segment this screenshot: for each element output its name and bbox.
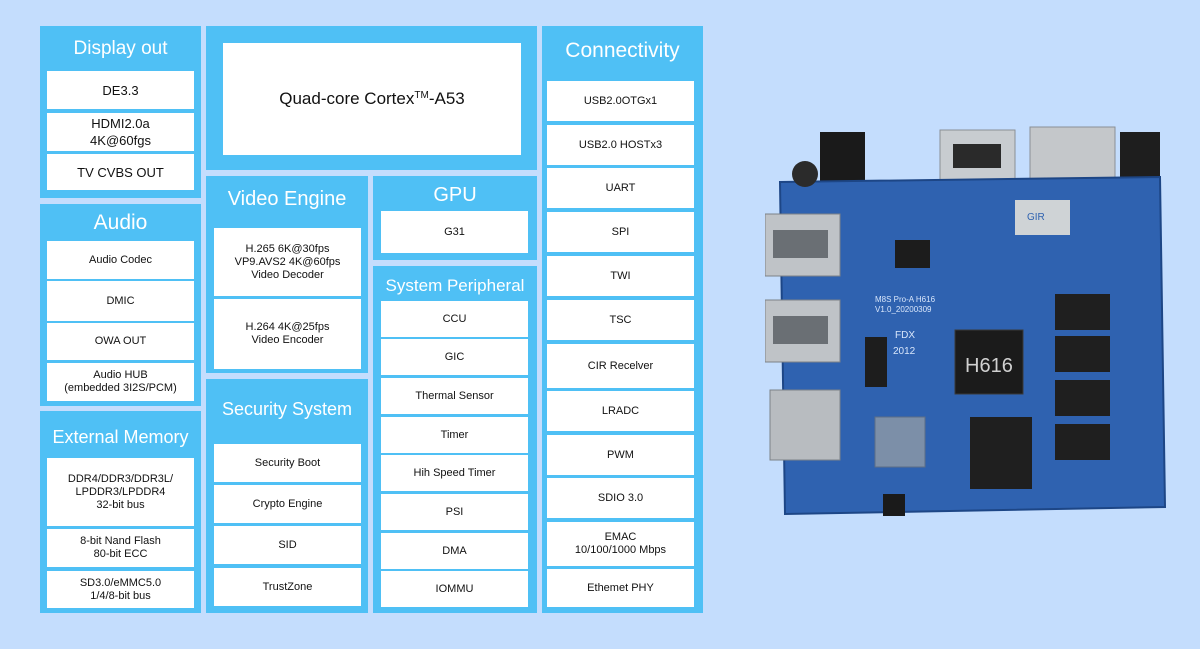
display-out-title: Display out [73, 38, 168, 59]
connectivity-item: USB2.0OTGx1 [547, 81, 694, 121]
soc-chip-label: H616 [965, 355, 1013, 377]
security-system-panel: Security System Security Boot Crypto Eng… [206, 379, 368, 613]
system-peripheral-item: Timer [381, 417, 528, 453]
external-memory-panel: External Memory DDR4/DDR3/DDR3L/ LPDDR3/… [40, 411, 201, 613]
connectivity-item: TWI [547, 256, 694, 296]
connectivity-item: USB2.0 HOSTx3 [547, 125, 694, 165]
hdmi-port-opening [953, 144, 1001, 168]
h616-board-illustration: GIR M8S Pro-A H616 V1.0_20200309 FDX 201… [764, 126, 1167, 516]
system-peripheral-item: Thermal Sensor [381, 378, 528, 414]
connectivity-item: SPI [547, 212, 694, 252]
security-system-item: SID [214, 526, 361, 564]
connectivity-item: TSC [547, 300, 694, 340]
connectivity-item: CIR Recelver [547, 344, 694, 388]
external-memory-item: SD3.0/eMMC5.0 1/4/8-bit bus [47, 571, 194, 608]
security-system-item: TrustZone [214, 568, 361, 606]
audio-item: Audio HUB (embedded 3I2S/PCM) [47, 363, 194, 401]
display-out-panel: Display out DE3.3 HDMI2.0a 4K@60fgs TV C… [40, 26, 201, 198]
video-engine-title: Video Engine [227, 188, 347, 210]
reset-button [883, 494, 905, 516]
gpu-item: G31 [381, 211, 528, 253]
system-peripheral-item: IOMMU [381, 571, 528, 607]
connectivity-item: Ethemet PHY [547, 569, 694, 607]
video-engine-item: H.265 6K@30fps VP9.AVS2 4K@60fps Video D… [214, 228, 361, 296]
connectivity-title: Connectivity [565, 39, 680, 62]
external-memory-item: DDR4/DDR3/DDR3L/ LPDDR3/LPDDR4 32-bit bu… [47, 458, 194, 526]
connectivity-item: EMAC 10/100/1000 Mbps [547, 522, 694, 566]
system-peripheral-item: DMA [381, 533, 528, 569]
pin-header [865, 337, 887, 387]
audio-title: Audio [93, 211, 148, 234]
usb-port-top-opening [773, 230, 828, 258]
silkscreen-version: V1.0_20200309 [875, 305, 932, 314]
silkscreen-year: 2012 [893, 346, 916, 357]
capacitor [792, 161, 818, 187]
display-out-item: TV CVBS OUT [47, 154, 194, 190]
board-image: GIR M8S Pro-A H616 V1.0_20200309 FDX 201… [764, 122, 1175, 522]
audio-item: DMIC [47, 281, 194, 321]
usb-port-bottom-opening [773, 316, 828, 344]
system-peripheral-item: Hih Speed Timer [381, 455, 528, 491]
cpu-core-label: Quad-core Cortex [279, 89, 415, 108]
connectivity-item: PWM [547, 435, 694, 475]
sd-card-slot [769, 389, 841, 461]
connectivity-panel: Connectivity USB2.0OTGx1 USB2.0 HOSTx3 U… [542, 26, 703, 613]
system-peripheral-item: GIC [381, 339, 528, 375]
silkscreen-fdx: FDX [895, 330, 915, 341]
wifi-module-label: GIR [1027, 212, 1045, 223]
system-peripheral-item: CCU [381, 301, 528, 337]
display-out-item: HDMI2.0a 4K@60fgs [47, 113, 194, 151]
cpu-core-suffix: -A53 [428, 89, 465, 108]
audio-item: Audio Codec [47, 241, 194, 279]
h616-soc-chip [954, 329, 1024, 395]
gpu-panel: GPU G31 [373, 176, 537, 260]
ram-chip [1055, 424, 1110, 460]
video-engine-panel: Video Engine H.265 6K@30fps VP9.AVS2 4K@… [206, 176, 368, 373]
display-out-item: DE3.3 [47, 71, 194, 109]
gpu-title: GPU [433, 184, 477, 206]
audio-panel: Audio Audio Codec DMIC OWA OUT Audio HUB… [40, 204, 201, 406]
video-engine-item: H.264 4K@25fps Video Encoder [214, 299, 361, 369]
security-system-title: Security System [221, 399, 353, 419]
ram-chip [1055, 380, 1110, 416]
emmc-chip [970, 417, 1032, 489]
system-peripheral-title: System Peripheral [385, 276, 525, 295]
silkscreen-model: M8S Pro-A H616 [875, 295, 936, 304]
connectivity-item: UART [547, 168, 694, 208]
small-ic [895, 240, 930, 268]
external-memory-title: External Memory [52, 427, 189, 447]
cpu-core-trademark: TM [414, 90, 429, 101]
pmic-chip [874, 416, 926, 468]
external-memory-item: 8-bit Nand Flash 80-bit ECC [47, 529, 194, 567]
wifi-module [1015, 200, 1070, 235]
connectivity-item: LRADC [547, 391, 694, 431]
security-system-item: Security Boot [214, 444, 361, 482]
connectivity-item: SDIO 3.0 [547, 478, 694, 518]
audio-item: OWA OUT [47, 323, 194, 360]
ram-chip [1055, 336, 1110, 372]
ram-chip [1055, 294, 1110, 330]
system-peripheral-item: PSI [381, 494, 528, 530]
system-peripheral-panel: System Peripheral CCU GIC Thermal Sensor… [373, 266, 537, 613]
security-system-item: Crypto Engine [214, 485, 361, 523]
